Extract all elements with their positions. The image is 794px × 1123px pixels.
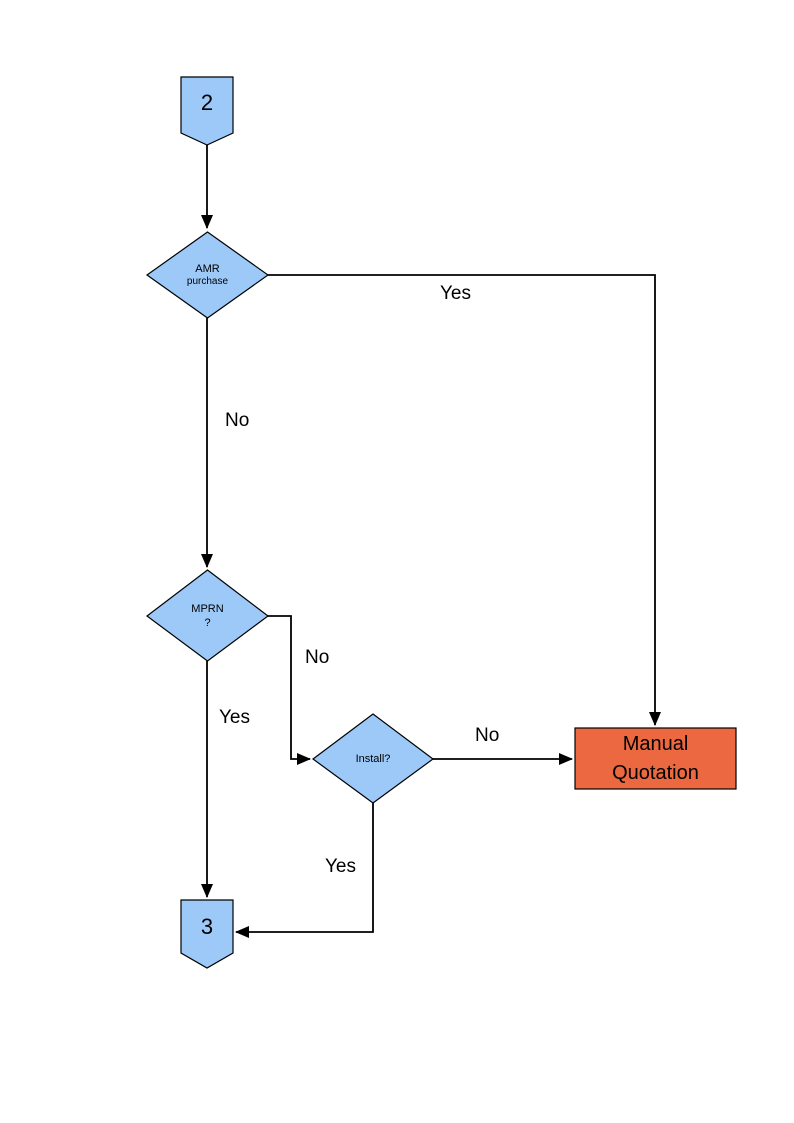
edge-label-mprn-yes: Yes <box>219 707 250 728</box>
edge-label-install-no: No <box>475 725 500 746</box>
manual-quotation-label-line2: Quotation <box>612 761 699 784</box>
node-mprn-diamond <box>146 569 269 662</box>
node-connector-2-shape <box>180 76 234 146</box>
edge-label-amr-no: No <box>225 410 250 431</box>
connector-3-label: 3 <box>200 913 214 939</box>
manual-quotation-label: Manual Quotation <box>575 728 736 789</box>
install-label: Install? <box>355 752 391 765</box>
amr-purchase-label-line2: purchase <box>186 276 229 287</box>
amr-purchase-label: AMR purchase <box>147 232 268 318</box>
manual-quotation-label-line1: Manual <box>622 732 689 755</box>
node-connector-3-shape <box>180 899 234 969</box>
edge-mprn-no-to-install <box>268 615 311 765</box>
edge-label-amr-yes: Yes <box>440 283 471 304</box>
edge-label-install-yes: Yes <box>325 856 356 877</box>
node-amr-purchase-diamond <box>145 231 270 319</box>
connector-2-label: 2 <box>200 90 214 115</box>
mprn-label-line1: MPRN <box>191 602 224 615</box>
mprn-label-line2: ? <box>204 616 211 629</box>
node-install-diamond <box>311 713 435 804</box>
edge-amr-yes-to-manual-quotation <box>268 274 661 726</box>
node-manual-quotation-box <box>574 727 737 790</box>
amr-purchase-label-line1: AMR <box>195 263 220 275</box>
edge-install-yes-to-connector3 <box>235 803 374 938</box>
mprn-label: MPRN ? <box>147 570 268 661</box>
edge-label-mprn-no: No <box>305 647 330 668</box>
